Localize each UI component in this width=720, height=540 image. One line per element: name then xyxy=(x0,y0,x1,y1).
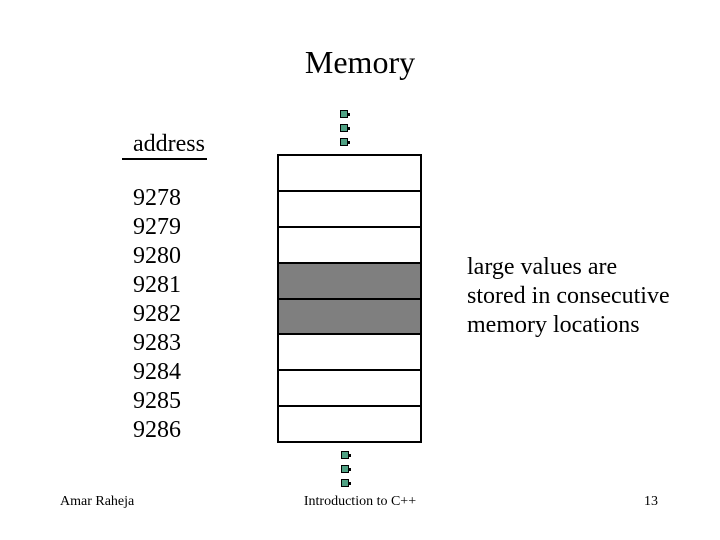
annotation-text: large values are stored in consecutive m… xyxy=(467,253,670,340)
address-value: 9283 xyxy=(133,330,181,356)
memory-cell xyxy=(279,335,420,372)
memory-cell xyxy=(279,263,420,300)
annotation-line: memory locations xyxy=(467,312,640,338)
address-value: 9279 xyxy=(133,214,181,240)
footer-author: Amar Raheja xyxy=(60,494,135,509)
square-bullet-icon xyxy=(341,465,351,473)
square-bullet-icon xyxy=(341,479,351,487)
annotation-line: large values are xyxy=(467,254,618,280)
memory-cell xyxy=(279,227,420,264)
address-value: 9282 xyxy=(133,301,181,327)
memory-cell xyxy=(279,371,420,408)
footer-page-number: 13 xyxy=(644,494,658,509)
memory-cell xyxy=(279,191,420,228)
square-bullet-icon xyxy=(341,451,351,459)
slide-title: Memory xyxy=(304,44,416,80)
continuation-dots-top xyxy=(340,110,350,152)
address-value: 9285 xyxy=(133,388,181,414)
address-value: 9286 xyxy=(133,417,181,443)
address-value: 9280 xyxy=(133,243,181,269)
address-value: 9278 xyxy=(133,185,181,211)
address-column-heading: address xyxy=(122,131,207,160)
address-list: 9278 9279 9280 9281 9282 9283 9284 9285 … xyxy=(133,184,181,445)
memory-cell xyxy=(279,156,420,192)
continuation-dots-bottom xyxy=(341,451,351,493)
square-bullet-icon xyxy=(340,138,350,146)
address-value: 9281 xyxy=(133,272,181,298)
memory-cell xyxy=(279,407,420,441)
square-bullet-icon xyxy=(340,124,350,132)
memory-stack xyxy=(277,154,422,443)
footer-course-title: Introduction to C++ xyxy=(303,494,417,509)
memory-cell xyxy=(279,299,420,336)
annotation-line: stored in consecutive xyxy=(467,283,670,309)
address-value: 9284 xyxy=(133,359,181,385)
square-bullet-icon xyxy=(340,110,350,118)
